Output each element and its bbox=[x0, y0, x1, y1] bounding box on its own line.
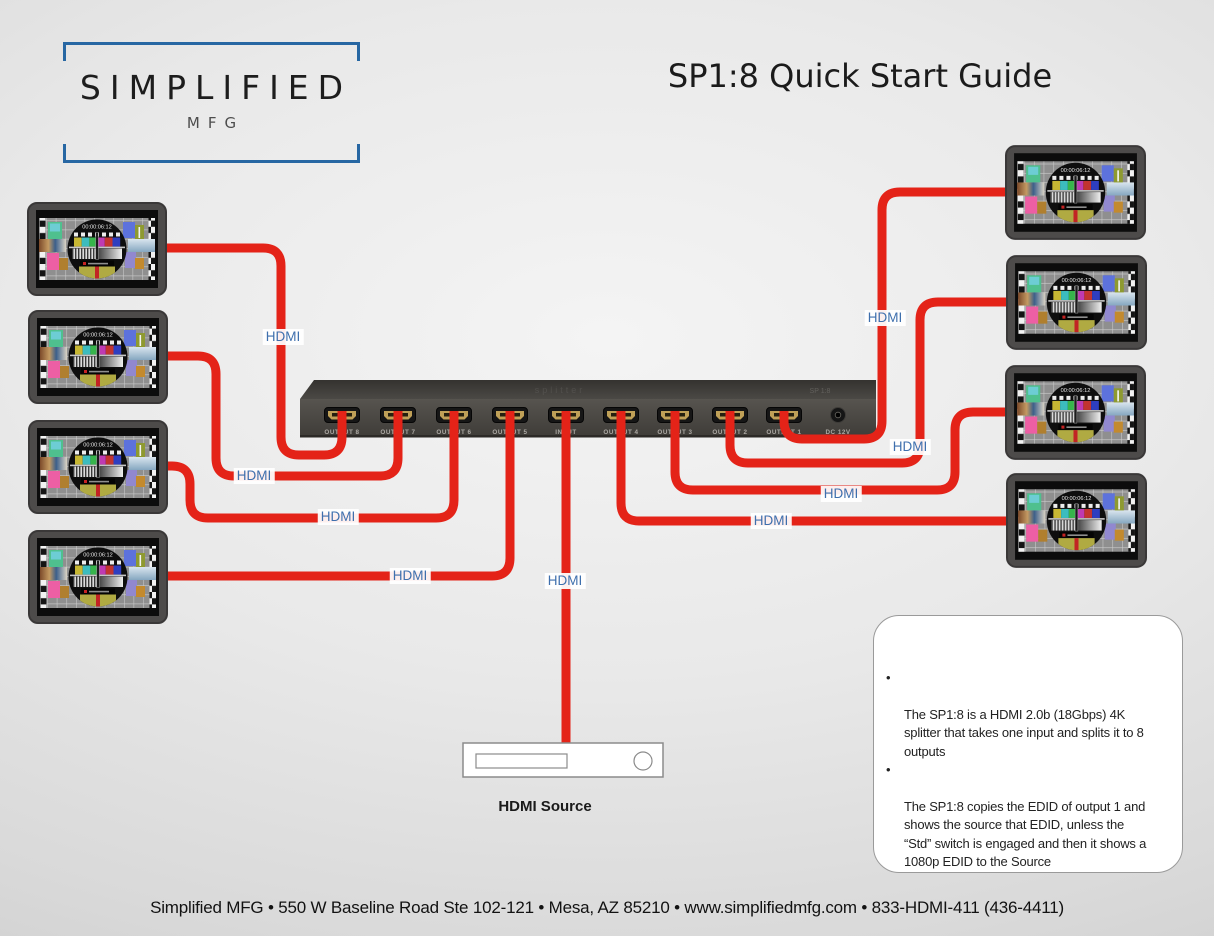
hdmi-tag-output7: HDMI bbox=[233, 468, 275, 484]
cable-output4-to-right-monitor-4 bbox=[616, 411, 1010, 526]
hdmi-cables bbox=[155, 187, 1010, 752]
hdmi-tag-input: HDMI bbox=[544, 573, 586, 589]
hdmi-tag-output1: HDMI bbox=[864, 310, 906, 326]
page-title: SP1:8 Quick Start Guide bbox=[667, 57, 1053, 95]
notes-list: • The SP1:8 is a HDMI 2.0b (18Gbps) 4K s… bbox=[874, 616, 1182, 871]
bullet-marker: • bbox=[886, 670, 891, 685]
hdmi-source-caption: HDMI Source bbox=[498, 798, 592, 815]
note-bullet-1: • The SP1:8 is a HDMI 2.0b (18Gbps) 4K s… bbox=[874, 669, 1172, 761]
note-text-1: The SP1:8 is a HDMI 2.0b (18Gbps) 4K spl… bbox=[904, 706, 1144, 759]
cable-output7-to-left-monitor-2 bbox=[155, 351, 403, 481]
disc-tray bbox=[475, 753, 568, 769]
power-jack-label: DC 12V bbox=[825, 429, 850, 436]
hdmi-tag-output8: HDMI bbox=[262, 329, 304, 345]
hdmi-tag-output5: HDMI bbox=[389, 568, 431, 584]
bullet-marker: • bbox=[886, 762, 891, 778]
monitor-left-2 bbox=[29, 311, 167, 403]
device-top-watermark: splitter bbox=[535, 385, 586, 395]
logo-subtitle: MFG bbox=[186, 114, 245, 132]
dc-power-jack bbox=[830, 407, 846, 423]
hdmi-tag-output4: HDMI bbox=[750, 513, 792, 529]
monitor-right-2 bbox=[1007, 256, 1146, 349]
monitor-left-4 bbox=[29, 531, 167, 623]
cable-output2-to-right-monitor-2 bbox=[725, 297, 1010, 468]
monitor-left-3 bbox=[29, 421, 167, 513]
hdmi-tag-output3: HDMI bbox=[820, 486, 862, 502]
hdmi-tag-output2: HDMI bbox=[889, 439, 931, 455]
monitor-right-3 bbox=[1006, 366, 1145, 459]
cable-output1-to-right-monitor-1 bbox=[779, 187, 1010, 444]
power-button bbox=[633, 751, 653, 771]
note-text-2: The SP1:8 copies the EDID of output 1 an… bbox=[904, 798, 1147, 870]
logo-frame-top bbox=[63, 42, 360, 61]
cable-output5-to-left-monitor-4 bbox=[155, 411, 515, 581]
cable-output8-to-left-monitor-1 bbox=[155, 243, 347, 460]
cable-output6-to-left-monitor-3 bbox=[155, 411, 459, 523]
device-top-badge: SP 1:8 bbox=[810, 388, 831, 395]
logo-wordmark: SIMPLIFIED bbox=[79, 68, 353, 107]
monitor-right-4 bbox=[1007, 474, 1146, 567]
monitor-left-1 bbox=[28, 203, 166, 295]
hdmi-tag-output6: HDMI bbox=[317, 509, 359, 525]
hdmi-source-device bbox=[462, 742, 664, 778]
device-top-face bbox=[300, 380, 876, 399]
cable-output3-to-right-monitor-3 bbox=[670, 407, 1010, 495]
notes-callout: • The SP1:8 is a HDMI 2.0b (18Gbps) 4K s… bbox=[873, 615, 1183, 873]
device-bottom-edge bbox=[300, 435, 876, 438]
monitor-right-1 bbox=[1006, 146, 1145, 239]
footer-contact-line: Simplified MFG • 550 W Baseline Road Ste… bbox=[150, 898, 1064, 917]
logo-frame-bottom bbox=[63, 144, 360, 163]
note-bullet-2: • The SP1:8 copies the EDID of output 1 … bbox=[874, 761, 1172, 871]
simplified-mfg-logo: SIMPLIFIED MFG bbox=[63, 42, 360, 163]
